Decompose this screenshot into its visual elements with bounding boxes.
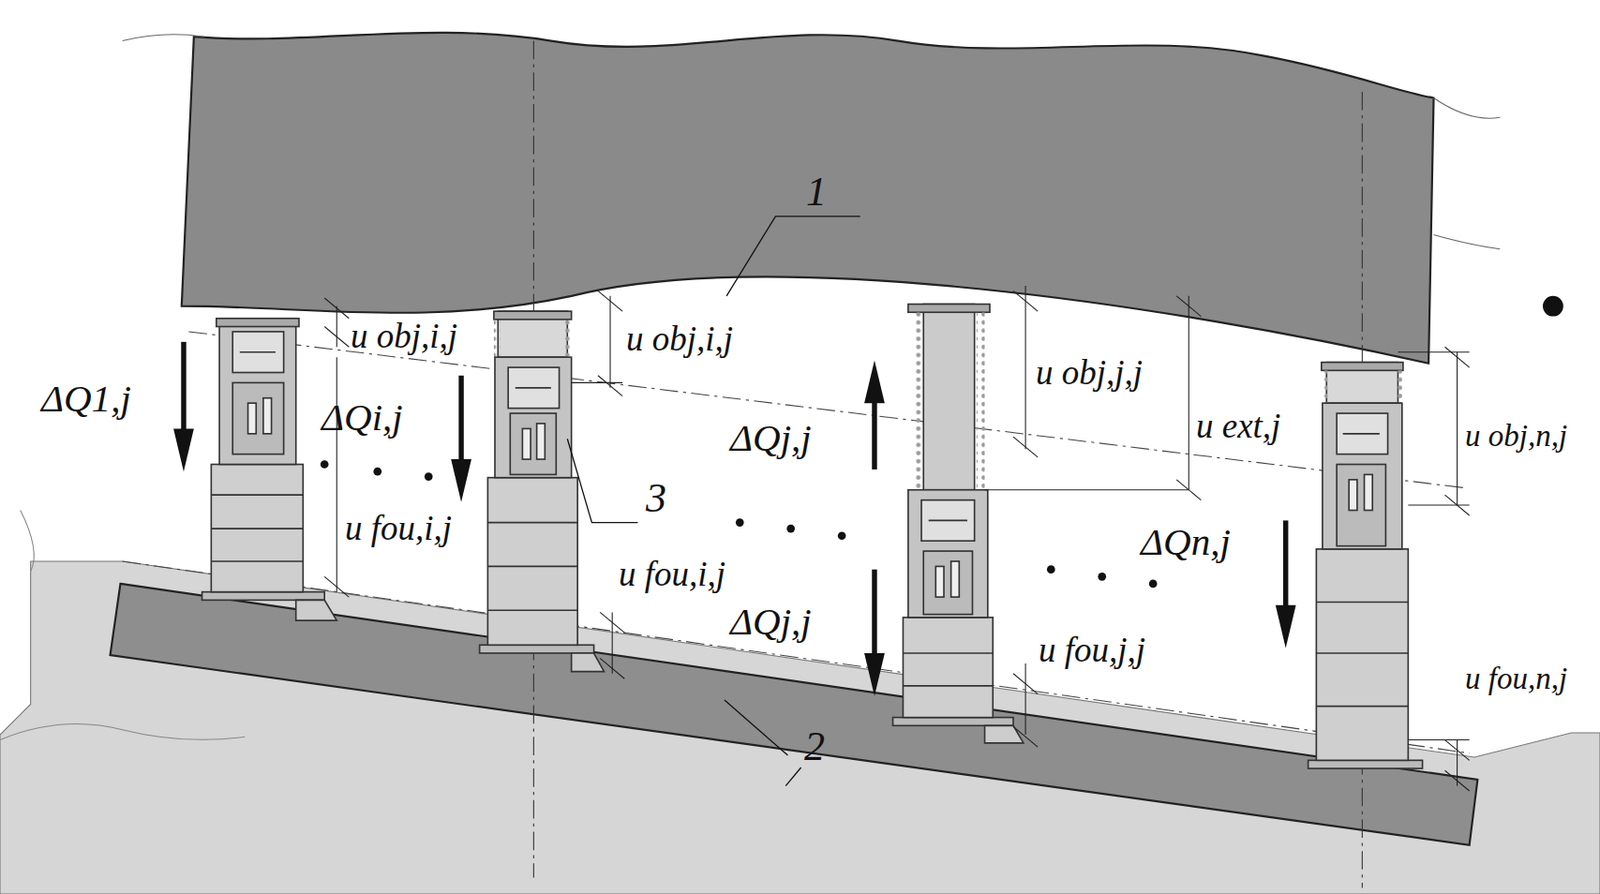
displacement-label: u obj,i,j <box>626 321 733 357</box>
force-label: ΔQj,j <box>730 602 812 642</box>
displacement-label: u obj,j,j <box>1035 355 1143 390</box>
force-label: ΔQn,j <box>1140 523 1231 562</box>
displacement-label: u fou,n,j <box>1465 663 1568 695</box>
displacement-label: u obj,n,j <box>1465 420 1568 452</box>
force-label: ΔQ1,j <box>41 379 132 419</box>
displacement-label: u fou,j,j <box>1038 632 1146 668</box>
displacement-label: u fou,i,j <box>344 510 452 546</box>
force-label: ΔQj,j <box>730 418 812 458</box>
force-label: ΔQi,j <box>321 398 404 437</box>
displacement-label: u ext,j <box>1196 408 1281 444</box>
callout-number: 2 <box>804 726 825 768</box>
displacement-label: u obj,i,j <box>350 318 458 354</box>
displacement-label: u fou,i,j <box>618 556 726 592</box>
callout-number: 1 <box>806 171 827 213</box>
callout-number: 3 <box>645 478 667 520</box>
